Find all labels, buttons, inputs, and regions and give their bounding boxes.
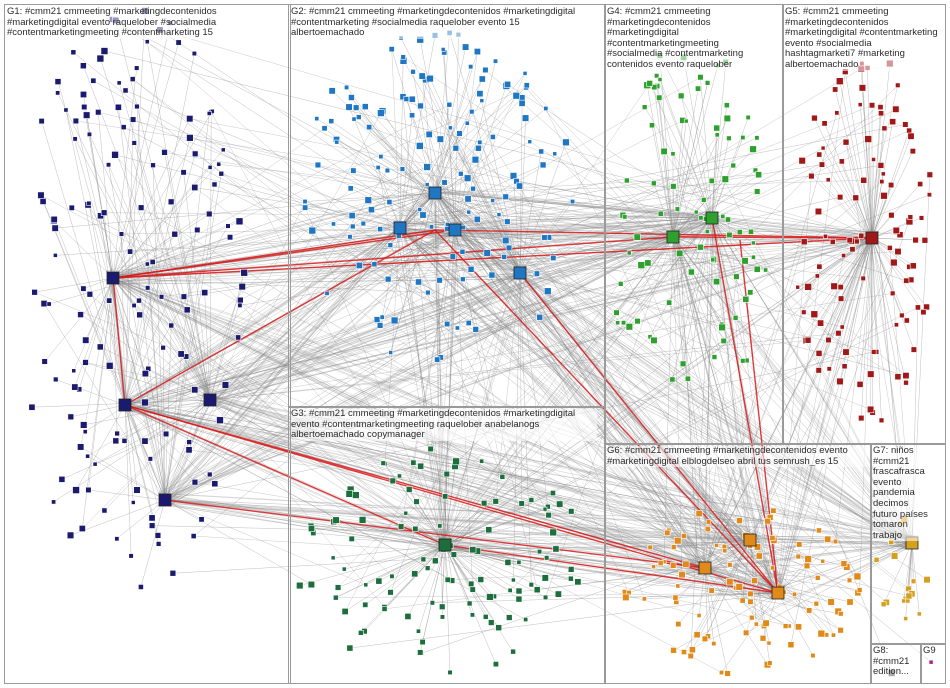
group-box-g1 — [4, 4, 291, 684]
group-label-g7: G7: niños #cmm21 frascafrasca evento pan… — [873, 446, 929, 541]
group-label-g6: G6: #cmm21 cmmeeting #marketingdeconteni… — [607, 446, 867, 467]
group-label-g1: G1: #cmm21 cmmeeting #marketingdeconteni… — [7, 7, 285, 39]
group-label-g8: G8: #cmm21 edition... — [873, 646, 919, 678]
group-box-g2 — [288, 4, 606, 408]
group-label-g9: G9 — [923, 646, 943, 657]
group-label-g3: G3: #cmm21 cmmeeting #marketingdeconteni… — [291, 409, 597, 441]
group-box-g3 — [288, 406, 606, 684]
group-box-g6 — [604, 443, 872, 684]
group-label-g4: G4: #cmm21 cmmeeting #marketingdeconteni… — [607, 7, 777, 71]
group-label-g5: G5: #cmm21 cmmeeting #marketingdeconteni… — [785, 7, 941, 71]
group-label-g2: G2: #cmm21 cmmeeting #marketingdeconteni… — [291, 7, 591, 39]
